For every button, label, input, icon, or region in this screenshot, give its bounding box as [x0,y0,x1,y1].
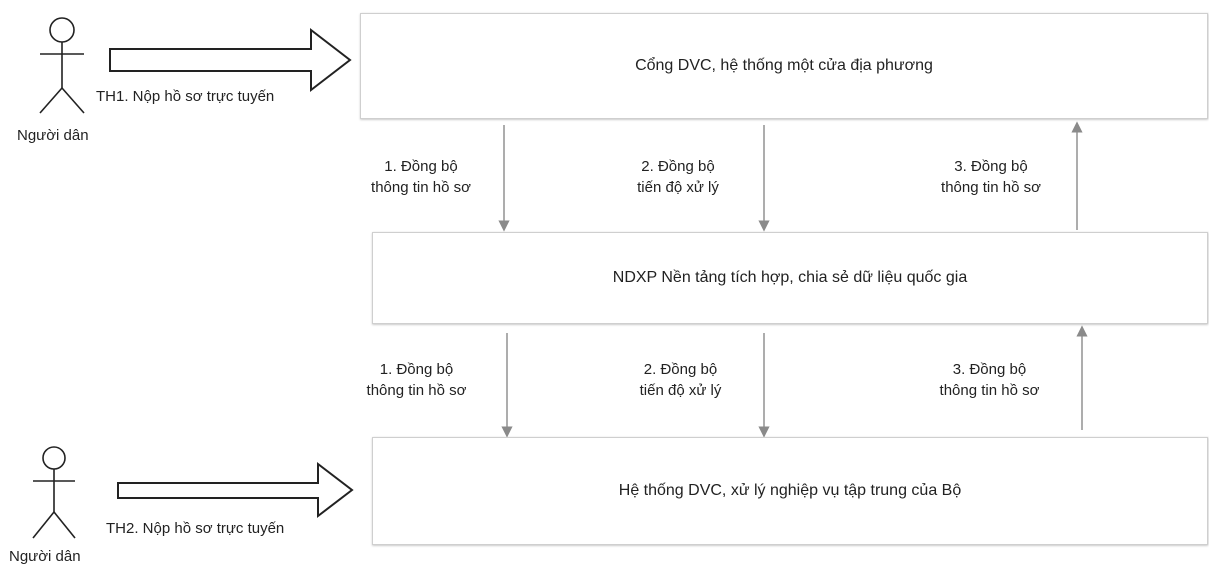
middle-box-label: NDXP Nền tảng tích hợp, chia sẻ dữ liệu … [612,269,968,286]
top-box: Cổng DVC, hệ thống một cửa địa phương [360,13,1208,119]
top-box-label: Cổng DVC, hệ thống một cửa địa phương [635,57,933,74]
actor-1-icon [39,17,85,114]
submission-1-arrow-icon [109,27,352,93]
submission-1-label: TH1. Nộp hồ sơ trực tuyến [96,88,275,105]
actor-2-icon [32,446,76,539]
bottom-box: Hệ thống DVC, xử lý nghiệp vụ tập trung … [372,437,1208,545]
middle-box: NDXP Nền tảng tích hợp, chia sẻ dữ liệu … [372,232,1208,324]
actor-1-label: Người dân [17,127,89,144]
submission-2-arrow-icon [117,461,354,519]
actor-2-label: Người dân [9,548,81,565]
bottom-box-label: Hệ thống DVC, xử lý nghiệp vụ tập trung … [618,482,962,499]
submission-2-label: TH2. Nộp hồ sơ trực tuyến [106,520,285,537]
